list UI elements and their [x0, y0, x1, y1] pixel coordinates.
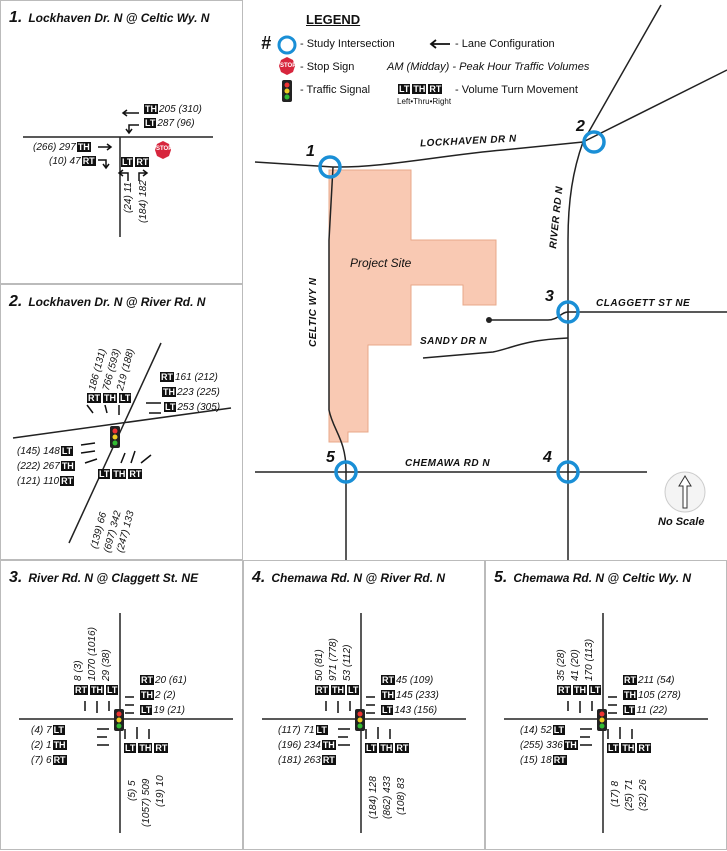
- intersection-4-label: 4: [543, 449, 552, 466]
- panel-2-diagram: [12, 342, 232, 544]
- no-scale-label: No Scale: [658, 516, 705, 528]
- intersection-5-marker[interactable]: [334, 460, 358, 484]
- legend-title: LEGEND: [306, 12, 361, 27]
- map-svg: [254, 4, 727, 560]
- intersection-5-label: 5: [326, 449, 335, 466]
- legend-stop-icon: [279, 57, 295, 75]
- intersection-4-marker[interactable]: [556, 460, 580, 484]
- panel-2-title: 2.Lockhaven Dr. N @ River Rd. N: [9, 293, 206, 310]
- intersection-3-label: 3: [545, 288, 554, 305]
- intersection-2-marker[interactable]: [582, 130, 606, 154]
- panel-1-diagram: [23, 109, 213, 237]
- stop-sign-icon: [155, 141, 171, 159]
- lane-arrow-icon: [429, 39, 450, 49]
- vicinity-map: [243, 0, 727, 560]
- intersection-1-label: 1: [306, 143, 315, 160]
- intersection-2-label: 2: [576, 118, 585, 135]
- project-site-label: Project Site: [350, 256, 412, 270]
- study-intersection-icon: [277, 35, 297, 55]
- intersection-1-marker[interactable]: [318, 155, 342, 179]
- project-site-area: [328, 169, 497, 443]
- panel-1-title: 1.Lockhaven Dr. N @ Celtic Wy. N: [9, 9, 210, 26]
- intersection-3-marker[interactable]: [556, 300, 580, 324]
